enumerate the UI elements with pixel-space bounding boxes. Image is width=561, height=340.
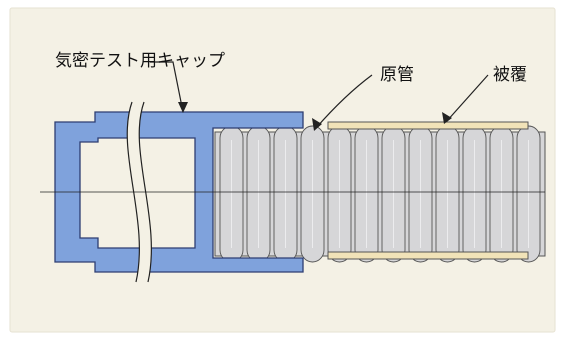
test-cap (54, 111, 304, 273)
leader-cap (150, 61, 184, 113)
pipe-label: 原管 (380, 65, 414, 85)
corrugated-pipe (214, 125, 546, 263)
break-line-left (126, 101, 140, 283)
leader-pipe (315, 74, 373, 129)
leader-cap-arrow (178, 102, 188, 113)
cover-top-strip (327, 121, 529, 130)
break-line-right (138, 101, 152, 283)
cover-bottom-strip (327, 251, 529, 260)
cap-label: 気密テスト用キャップ (55, 51, 225, 71)
pipe-corrugations (219, 125, 541, 263)
cover-label: 被覆 (493, 65, 527, 85)
leader-cover-arrow (442, 112, 452, 124)
leader-pipe-arrow (312, 118, 322, 131)
leader-lines (150, 61, 489, 131)
